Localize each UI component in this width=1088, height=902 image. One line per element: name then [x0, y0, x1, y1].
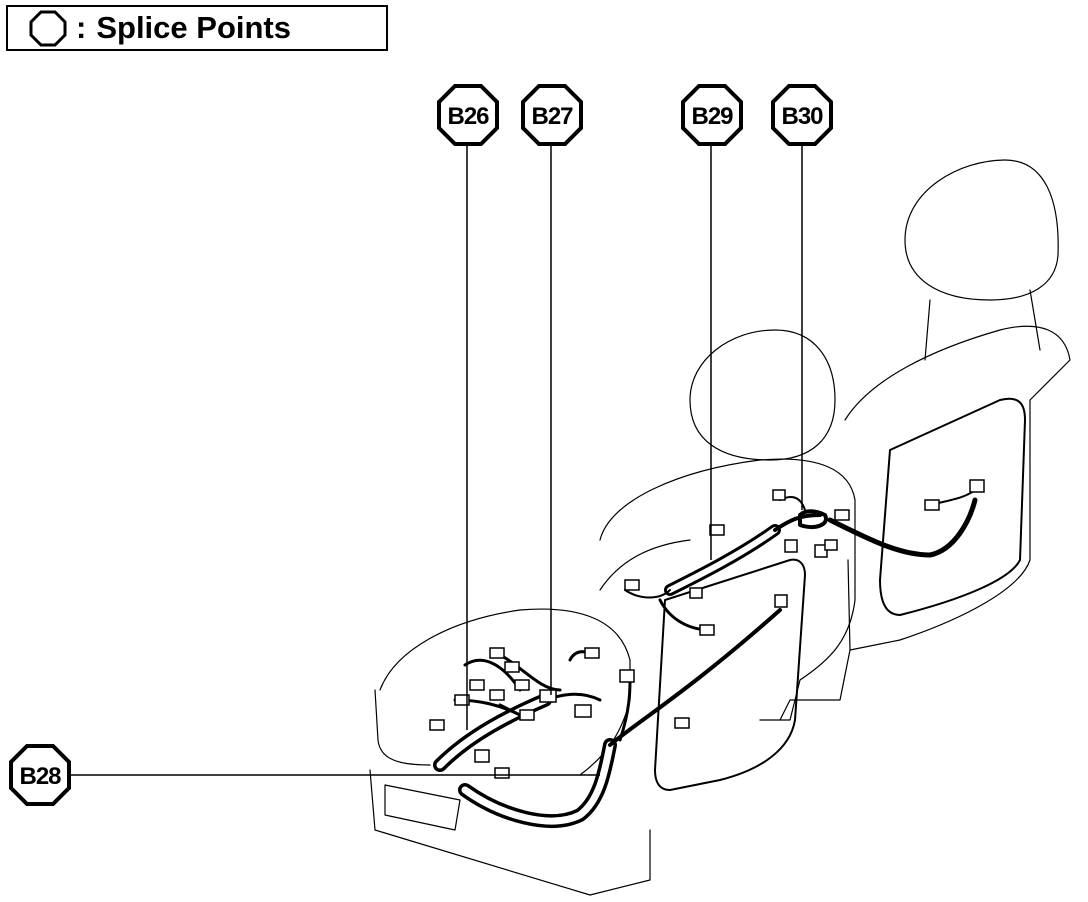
splice-point-octagon-icon: [29, 10, 67, 47]
seat-outline: [369, 159, 1071, 896]
splice-label-b27: B27: [531, 103, 573, 130]
legend-separator: :: [76, 10, 87, 45]
splice-label-b26: B26: [447, 103, 489, 130]
legend-text: Splice Points: [96, 10, 291, 45]
splice-label-b30: B30: [781, 103, 823, 130]
leader-lines: [68, 142, 803, 776]
wire-harness: [433, 489, 978, 828]
legend-box: : Splice Points: [6, 5, 388, 51]
splice-callout-b28: B28: [9, 744, 71, 806]
splice-callout-b30: B30: [771, 84, 833, 146]
splice-callout-b27: B27: [521, 84, 583, 146]
splice-callout-b26: B26: [437, 84, 499, 146]
connectors: [429, 479, 985, 779]
splice-callout-b29: B29: [681, 84, 743, 146]
splice-label-b28: B28: [19, 763, 61, 790]
splice-label-b29: B29: [691, 103, 733, 130]
